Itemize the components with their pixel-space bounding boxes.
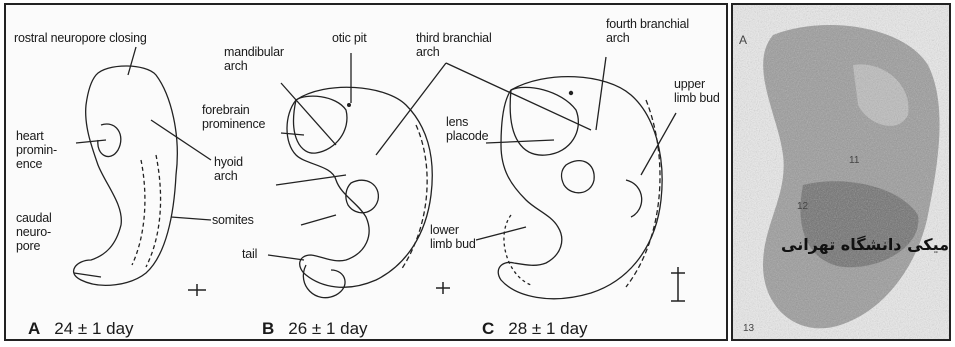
label-upper-limb-bud: upper limb bud [674, 77, 720, 105]
leader-somites-b [301, 215, 336, 225]
embryo-b-head [294, 96, 347, 153]
label-forebrain-prominence: forebrain prominence [202, 103, 265, 131]
label-third-branchial-arch: third branchial arch [416, 31, 492, 59]
label-lens-placode: lens placode [446, 115, 488, 143]
embryo-a-outline [74, 66, 178, 285]
label-fourth-branchial-arch: fourth branchial arch [606, 17, 689, 45]
label-tail: tail [242, 247, 257, 261]
leader-forebrain [281, 133, 304, 135]
label-rostral-neuropore: rostral neuropore closing [14, 31, 147, 45]
watermark-text: ویتامیکی دانشگاه تهرانی [781, 235, 951, 254]
photo-mark-13: 13 [743, 323, 754, 334]
photo-letter: A [739, 33, 747, 47]
leader-somites [171, 217, 211, 220]
leader-caudal [74, 273, 101, 277]
label-hyoid-arch: hyoid arch [214, 155, 243, 183]
label-caudal-neuropore: caudal neuro- pore [16, 211, 52, 253]
embryo-c-lower-curve [504, 215, 531, 285]
leader-tail [268, 255, 304, 260]
leader-fourth-branchial [596, 57, 606, 130]
leader-lens [486, 140, 554, 143]
embryo-b-somites [401, 125, 427, 270]
label-otic-pit: otic pit [332, 31, 367, 45]
embryo-photo [733, 5, 951, 341]
stage-b-age: 26 ± 1 day [288, 319, 367, 338]
embryo-a-somites [146, 155, 161, 267]
leader-lower-limb [476, 227, 526, 240]
label-lower-limb-bud: lower limb bud [430, 223, 476, 251]
photo-mark-11: 11 [849, 155, 859, 166]
label-heart-prominence: heart promin- ence [16, 129, 57, 171]
embryo-b-outline [287, 87, 432, 287]
stage-c-age: 28 ± 1 day [508, 319, 587, 338]
embryo-drawings-panel: rostral neuropore closing heart promin- … [4, 3, 728, 341]
stage-a-letter: A [28, 319, 40, 338]
embryo-c-somites [626, 100, 660, 287]
stage-c-letter: C [482, 319, 494, 338]
label-mandibular-arch: mandibular arch [224, 45, 284, 73]
stage-b-caption: B 26 ± 1 day [262, 319, 368, 339]
leader-rostral [128, 47, 136, 75]
label-somites: somites [212, 213, 254, 227]
embryo-photo-panel: A 11 12 13 ویتامیکی دانشگاه تهرانی [731, 3, 951, 341]
embryo-drawings [6, 5, 730, 343]
stage-a-age: 24 ± 1 day [54, 319, 133, 338]
stage-b-letter: B [262, 319, 274, 338]
embryo-a-somites-inner [132, 160, 145, 265]
stage-a-caption: A 24 ± 1 day [28, 319, 134, 339]
stage-c-caption: C 28 ± 1 day [482, 319, 588, 339]
embryo-b-tail [303, 265, 345, 298]
leader-upper-limb [641, 113, 676, 175]
photo-mark-12: 12 [797, 201, 808, 212]
